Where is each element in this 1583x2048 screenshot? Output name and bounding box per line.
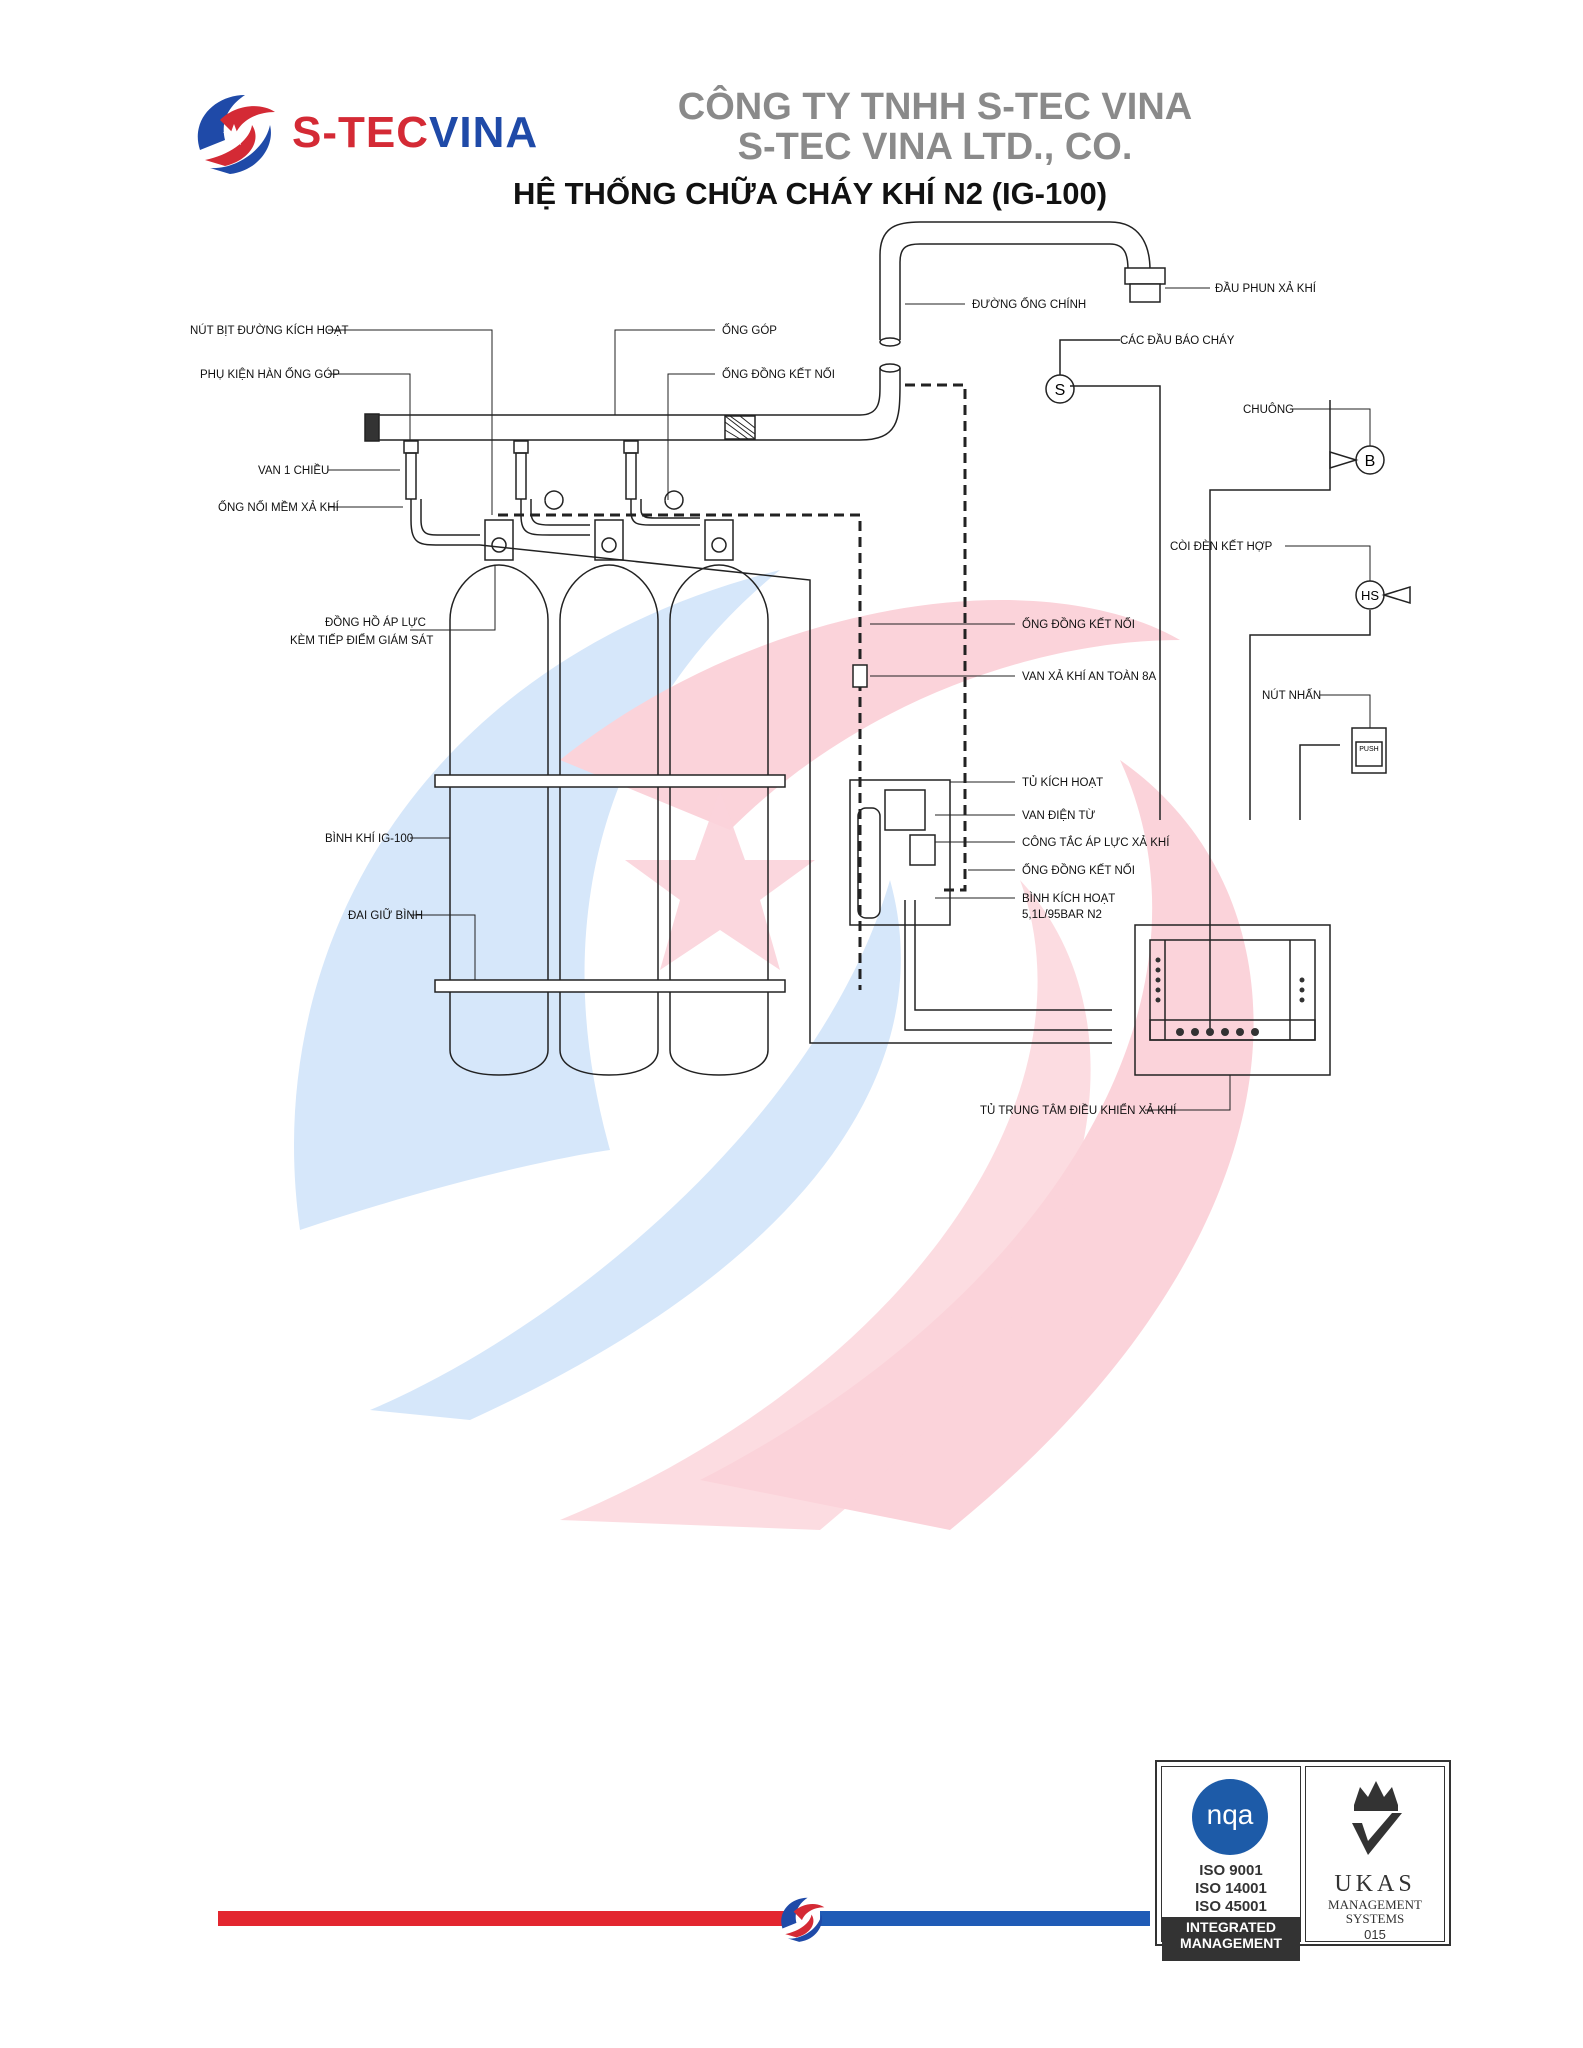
label-ong-noi-mem: ỐNG NỐI MỀM XẢ KHÍ xyxy=(218,500,340,514)
label-nut-bit: NÚT BỊT ĐƯỜNG KÍCH HOẠT xyxy=(190,324,349,337)
diagram-title: HỆ THỐNG CHỮA CHÁY KHÍ N2 (IG-100) xyxy=(512,176,1108,211)
ukas-number: 015 xyxy=(1364,1927,1386,1942)
footer-logo-icon xyxy=(781,1897,825,1942)
label-tu-trung-tam: TỦ TRUNG TÂM ĐIỀU KHIỂN XẢ KHÍ xyxy=(980,1104,1177,1117)
label-dau-phun: ĐẦU PHUN XẢ KHÍ xyxy=(1215,282,1317,295)
ukas-text: UKAS xyxy=(1334,1871,1416,1897)
crown-check-icon xyxy=(1352,1781,1402,1855)
label-binh-khi: BÌNH KHÍ IG-100 xyxy=(325,832,413,845)
label-ong-dong-1: ỐNG ĐỒNG KẾT NỐI xyxy=(722,367,835,381)
label-cong-tac: CÔNG TẮC ÁP LỰC XẢ KHÍ xyxy=(1022,836,1170,849)
ukas-management: MANAGEMENT xyxy=(1328,1897,1422,1912)
label-van-xa: VAN XẢ KHÍ AN TOÀN 8A xyxy=(1022,670,1157,683)
iso-9001: ISO 9001 xyxy=(1199,1862,1263,1879)
label-tu-kich-hoat: TỦ KÍCH HOẠT xyxy=(1022,776,1103,789)
company-logo-icon xyxy=(197,95,275,174)
label-van-1-chieu: VAN 1 CHIỀU xyxy=(258,464,329,477)
nqa-text: nqa xyxy=(1206,1799,1254,1830)
control-panel xyxy=(1134,924,1331,1076)
label-ong-dong-3: ỐNG ĐỒNG KẾT NỐI xyxy=(1022,863,1135,877)
label-binh-kich-2: 5,1L/95BAR N2 xyxy=(1022,909,1102,921)
company-name-en: S-TEC VINA LTD., CO. xyxy=(737,126,1133,168)
label-ong-dong-2: ỐNG ĐỒNG KẾT NỐI xyxy=(1022,617,1135,631)
company-logo-text: S-TECVINA xyxy=(292,108,539,157)
management-text: MANAGEMENT xyxy=(1180,1935,1282,1951)
integrated-text: INTEGRATED xyxy=(1186,1919,1276,1935)
horn-strobe-symbol: HS xyxy=(1361,588,1379,603)
cylinder-1 xyxy=(449,564,549,1076)
nqa-panel: nqa ISO 9001 ISO 14001 ISO 45001 INTEGRA… xyxy=(1161,1766,1301,1961)
certification-box: nqa ISO 9001 ISO 14001 ISO 45001 INTEGRA… xyxy=(1155,1760,1451,1961)
label-phu-kien: PHỤ KIỆN HÀN ỐNG GÓP xyxy=(200,367,340,381)
label-chuong: CHUÔNG xyxy=(1243,403,1294,416)
label-dong-ho-1: ĐỒNG HỒ ÁP LỰC xyxy=(325,616,426,629)
cylinder-3 xyxy=(669,564,769,1076)
label-dau-bao-chay: CÁC ĐẦU BÁO CHÁY xyxy=(1120,334,1235,347)
label-dong-ho-2: KÈM TIẾP ĐIỂM GIÁM SÁT xyxy=(290,634,433,647)
smoke-detector-symbol: S xyxy=(1055,382,1066,399)
company-name-vi: CÔNG TY TNHH S-TEC VINA xyxy=(677,86,1193,128)
ukas-systems: SYSTEMS xyxy=(1345,1911,1405,1926)
push-button-symbol: PUSH xyxy=(1359,746,1378,753)
label-coi-den: CÒI ĐÈN KẾT HỢP xyxy=(1170,540,1273,553)
label-van-dien-tu: VAN ĐIỆN TỪ xyxy=(1022,809,1095,822)
footer-bar-blue xyxy=(820,1911,1150,1926)
iso-14001: ISO 14001 xyxy=(1195,1880,1267,1897)
ukas-panel: UKAS MANAGEMENT SYSTEMS 015 xyxy=(1305,1766,1445,1942)
label-duong-ong: ĐƯỜNG ỐNG CHÍNH xyxy=(972,297,1086,311)
label-binh-kich-1: BÌNH KÍCH HOẠT xyxy=(1022,892,1115,905)
label-ong-gop: ỐNG GÓP xyxy=(722,323,777,337)
footer-bar-red xyxy=(218,1911,788,1926)
cylinder-2 xyxy=(559,564,659,1076)
label-nut-nhan: NÚT NHẤN xyxy=(1262,689,1321,702)
nqa-logo xyxy=(1192,1779,1268,1855)
integrated-management-banner: INTEGRATED MANAGEMENT xyxy=(1162,1917,1300,1961)
iso-45001: ISO 45001 xyxy=(1195,1898,1267,1915)
main-pipe xyxy=(879,221,1151,340)
label-dai-giu: ĐAI GIỮ BÌNH xyxy=(348,909,423,922)
bell-symbol: B xyxy=(1365,453,1376,470)
